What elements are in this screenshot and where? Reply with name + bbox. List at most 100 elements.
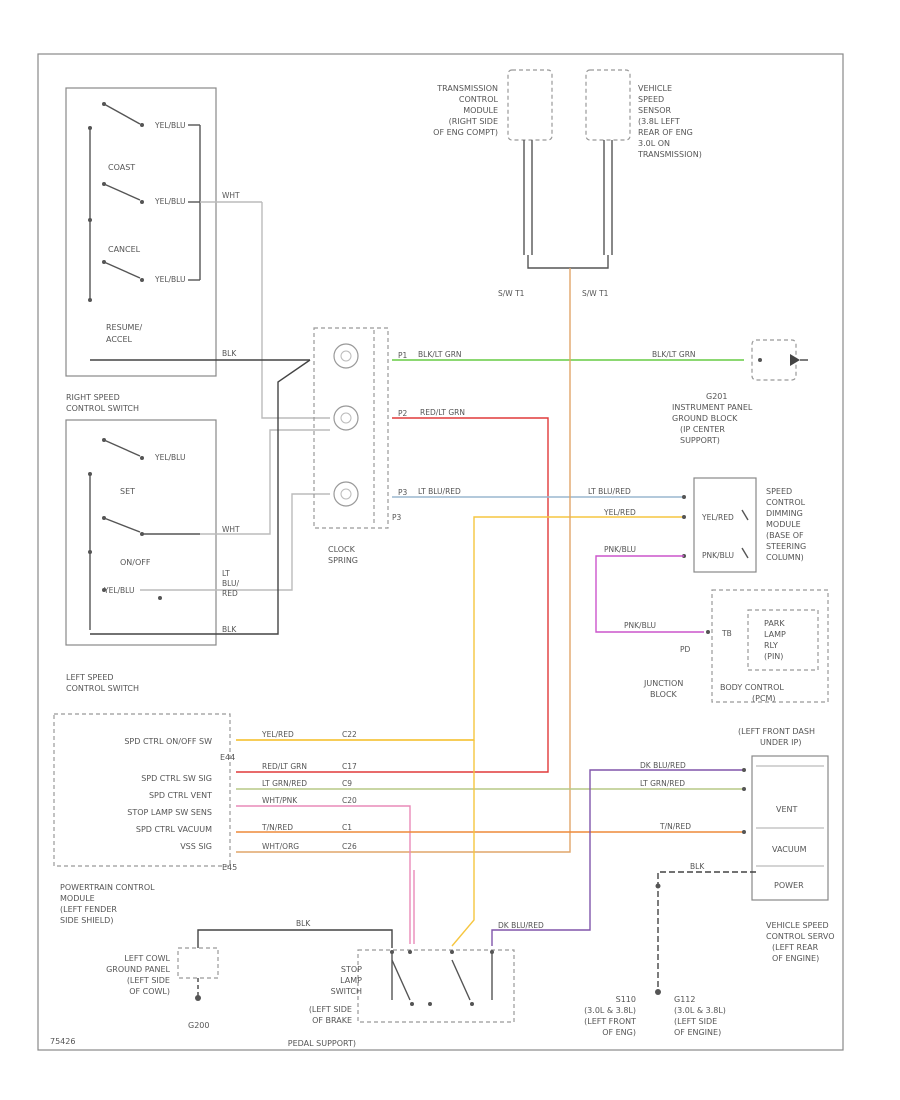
svg-text:T/N/RED: T/N/RED — [659, 822, 691, 831]
svg-text:(LEFT SIDE: (LEFT SIDE — [127, 976, 170, 985]
left-cowl-label: LEFT COWL GROUND PANEL (LEFT SIDE OF COW… — [106, 954, 170, 996]
svg-text:YEL/BLU: YEL/BLU — [103, 586, 134, 595]
svg-text:POWERTRAIN CONTROL: POWERTRAIN CONTROL — [60, 883, 155, 892]
left-switch-box — [65, 419, 217, 646]
right-switch-box — [65, 87, 217, 377]
svg-text:YEL/BLU: YEL/BLU — [154, 453, 185, 462]
svg-text:STOP: STOP — [341, 965, 362, 974]
svg-text:OF ENG): OF ENG) — [602, 1028, 636, 1037]
svg-text:(LEFT SIDE: (LEFT SIDE — [309, 1005, 352, 1014]
stop-lamp-switch-box — [357, 949, 515, 1023]
svg-text:SET: SET — [120, 487, 135, 496]
svg-text:ACCEL: ACCEL — [106, 335, 133, 344]
svg-text:REAR OF ENG: REAR OF ENG — [638, 128, 693, 137]
svg-text:CLOCK: CLOCK — [328, 545, 356, 554]
svg-text:PD: PD — [680, 645, 691, 654]
svg-text:SPRING: SPRING — [328, 556, 358, 565]
diagram-frame — [37, 53, 844, 1051]
svg-text:C22: C22 — [342, 730, 357, 739]
svg-text:COAST: COAST — [108, 163, 135, 172]
svg-text:VACUUM: VACUUM — [772, 845, 807, 854]
svg-text:RED: RED — [222, 589, 238, 598]
svg-text:INSTRUMENT PANEL: INSTRUMENT PANEL — [672, 403, 753, 412]
junction-block-label: JUNCTION BLOCK — [643, 679, 683, 699]
svg-text:DK BLU/RED: DK BLU/RED — [640, 761, 686, 770]
svg-text:OF COWL): OF COWL) — [129, 987, 170, 996]
svg-text:WHT/ORG: WHT/ORG — [262, 842, 299, 851]
stop-lamp-switch-internals — [390, 950, 494, 1006]
svg-text:BLK/LT GRN: BLK/LT GRN — [418, 350, 462, 359]
svg-text:SENSOR: SENSOR — [638, 106, 671, 115]
pcm-pin-labels: SPD CTRL ON/OFF SW E44 SPD CTRL SW SIG S… — [124, 737, 237, 872]
svg-text:(LEFT FENDER: (LEFT FENDER — [60, 905, 117, 914]
svg-text:GROUND PANEL: GROUND PANEL — [106, 965, 170, 974]
svg-text:LT BLU/RED: LT BLU/RED — [418, 487, 461, 496]
svg-text:S/W T1: S/W T1 — [582, 289, 609, 298]
svg-text:PARK: PARK — [764, 619, 785, 628]
svg-text:CONTROL: CONTROL — [459, 95, 499, 104]
svg-text:BLK: BLK — [296, 919, 311, 928]
svg-text:VENT: VENT — [776, 805, 798, 814]
svg-text:CONTROL SWITCH: CONTROL SWITCH — [66, 684, 139, 693]
svg-text:BLOCK: BLOCK — [650, 690, 678, 699]
right-switch-internals: YEL/BLU COAST YEL/BLU CANCEL YEL/BLU RES… — [88, 102, 201, 344]
svg-text:WHT: WHT — [222, 191, 240, 200]
svg-text:(LEFT SIDE: (LEFT SIDE — [674, 1017, 717, 1026]
park-lamp-relay-label: PARK LAMP RLY (PIN) — [764, 619, 786, 661]
svg-text:JUNCTION: JUNCTION — [643, 679, 683, 688]
svg-text:WHT/PNK: WHT/PNK — [262, 796, 298, 805]
svg-text:(PCM): (PCM) — [752, 694, 776, 703]
svg-text:C20: C20 — [342, 796, 357, 805]
svg-text:LT BLU/RED: LT BLU/RED — [588, 487, 631, 496]
svg-text:ON/OFF: ON/OFF — [120, 558, 151, 567]
svg-text:(IP CENTER: (IP CENTER — [680, 425, 725, 434]
park-lamp-relay-box — [747, 609, 819, 671]
svg-text:P1: P1 — [398, 351, 408, 360]
svg-text:OF BRAKE: OF BRAKE — [312, 1016, 352, 1025]
servo-internals: VENT VACUUM POWER — [742, 765, 824, 890]
svg-text:LT GRN/RED: LT GRN/RED — [640, 779, 685, 788]
svg-text:YEL/RED: YEL/RED — [701, 513, 734, 522]
svg-text:COLUMN): COLUMN) — [766, 553, 804, 562]
svg-text:LEFT SPEED: LEFT SPEED — [66, 673, 114, 682]
svg-text:SPEED: SPEED — [638, 95, 664, 104]
svg-text:(RIGHT SIDE: (RIGHT SIDE — [449, 117, 498, 126]
svg-text:SIDE SHIELD): SIDE SHIELD) — [60, 916, 113, 925]
svg-text:SPEED: SPEED — [766, 487, 792, 496]
svg-text:BODY CONTROL: BODY CONTROL — [720, 683, 784, 692]
svg-text:SUPPORT): SUPPORT) — [680, 436, 720, 445]
svg-text:UNDER IP): UNDER IP) — [760, 738, 801, 747]
tcm-box — [507, 69, 553, 141]
svg-text:SWITCH: SWITCH — [331, 987, 362, 996]
svg-text:3.0L ON: 3.0L ON — [638, 139, 670, 148]
svg-text:OF ENGINE): OF ENGINE) — [772, 954, 819, 963]
svg-text:(LEFT FRONT DASH: (LEFT FRONT DASH — [738, 727, 815, 736]
svg-text:RED/LT GRN: RED/LT GRN — [420, 408, 465, 417]
right-switch-label: RIGHT SPEED CONTROL SWITCH — [66, 393, 139, 413]
svg-text:SPD CTRL ON/OFF SW: SPD CTRL ON/OFF SW — [124, 737, 212, 746]
dimming-module-box — [693, 477, 757, 573]
body-control-label: BODY CONTROL (PCM) — [720, 683, 784, 703]
svg-text:LT GRN/RED: LT GRN/RED — [262, 779, 307, 788]
svg-text:G112: G112 — [674, 995, 695, 1004]
svg-text:T/N/RED: T/N/RED — [261, 823, 293, 832]
svg-text:CONTROL SWITCH: CONTROL SWITCH — [66, 404, 139, 413]
svg-text:LAMP: LAMP — [340, 976, 362, 985]
svg-text:LT: LT — [222, 569, 230, 578]
svg-text:(LEFT REAR: (LEFT REAR — [772, 943, 819, 952]
svg-text:E44: E44 — [220, 753, 235, 762]
svg-text:VSS SIG: VSS SIG — [180, 842, 212, 851]
svg-text:VEHICLE SPEED: VEHICLE SPEED — [766, 921, 829, 930]
left-switch-internals: YEL/BLU SET WHT ON/OFF YEL/BLU — [88, 438, 240, 630]
svg-text:MODULE: MODULE — [60, 894, 95, 903]
svg-text:(3.0L & 3.8L): (3.0L & 3.8L) — [674, 1006, 726, 1015]
svg-text:E45: E45 — [222, 863, 237, 872]
svg-text:STOP LAMP SW SENS: STOP LAMP SW SENS — [127, 808, 212, 817]
svg-text:MODULE: MODULE — [463, 106, 498, 115]
svg-text:RED/LT GRN: RED/LT GRN — [262, 762, 307, 771]
pcm-label: POWERTRAIN CONTROL MODULE (LEFT FENDER S… — [60, 883, 155, 925]
svg-text:BLK: BLK — [222, 625, 237, 634]
svg-text:SPD CTRL VENT: SPD CTRL VENT — [149, 791, 212, 800]
svg-text:P3: P3 — [398, 488, 408, 497]
